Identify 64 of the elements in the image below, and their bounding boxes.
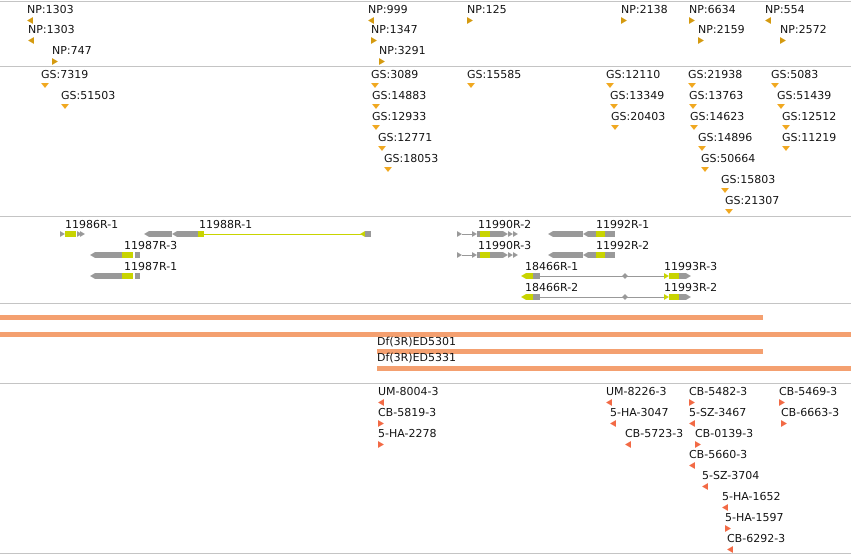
feature-label: CB-6663-3	[781, 406, 840, 419]
feature-label: 11986R-1	[65, 218, 118, 231]
feature-label: Df(3R)ED5331	[377, 351, 456, 364]
feature-label: 11992R-2	[596, 239, 650, 252]
feature-label: 11990R-2	[478, 218, 532, 231]
feature-label: GS:14883	[372, 89, 426, 102]
feature-label: GS:50664	[701, 152, 756, 165]
feature-label: CB-5660-3	[689, 448, 748, 461]
feature-label: GS:14896	[698, 131, 752, 144]
feature-label: 5-HA-3047	[610, 406, 668, 419]
feature-label: 5-SZ-3704	[702, 469, 760, 482]
feature-label: GS:3089	[371, 68, 418, 81]
feature-label: NP:1303	[28, 23, 75, 36]
feature-label: 5-HA-2278	[378, 427, 436, 440]
feature-label: UM-8004-3	[378, 385, 438, 398]
feature-label: NP:125	[467, 3, 507, 16]
feature-label: NP:2159	[698, 23, 745, 36]
feature-label: GS:15585	[467, 68, 522, 81]
feature-label: CB-6292-3	[727, 532, 786, 545]
feature-label: GS:5083	[771, 68, 818, 81]
feature-label: NP:1347	[371, 23, 418, 36]
feature-label: NP:2138	[621, 3, 668, 16]
feature-label: 11987R-3	[124, 239, 178, 252]
feature-label: 11987R-1	[124, 260, 178, 273]
feature-label: NP:1303	[27, 3, 74, 16]
feature-label: GS:12512	[782, 110, 836, 123]
feature-label: 18466R-1	[525, 260, 578, 273]
feature-label: GS:20403	[611, 110, 666, 123]
feature-label: CB-5469-3	[779, 385, 838, 398]
feature-label: GS:7319	[41, 68, 88, 81]
feature-label: GS:18053	[384, 152, 438, 165]
feature-label: GS:12110	[606, 68, 660, 81]
feature-label: 18466R-2	[525, 281, 578, 294]
feature-label: GS:51439	[777, 89, 832, 102]
feature-label: NP:554	[765, 3, 805, 16]
feature-label: NP:747	[52, 44, 92, 57]
feature-label: 11993R-3	[664, 260, 718, 273]
feature-label: NP:2572	[780, 23, 827, 36]
feature-label: CB-5819-3	[378, 406, 436, 419]
feature-label: 11988R-1	[199, 218, 252, 231]
feature-label: 11990R-3	[478, 239, 532, 252]
feature-label: NP:3291	[379, 44, 426, 57]
feature-label: CB-5723-3	[625, 427, 684, 440]
feature-label: GS:13763	[689, 89, 744, 102]
feature-label: CB-0139-3	[695, 427, 754, 440]
feature-label: 5-HA-1652	[722, 490, 780, 503]
feature-label: GS:13349	[610, 89, 664, 102]
feature-label: NP:999	[368, 3, 408, 16]
feature-label: 5-SZ-3467	[689, 406, 746, 419]
feature-label: GS:21307	[725, 194, 780, 207]
feature-label: NP:6634	[689, 3, 736, 16]
feature-label: 11992R-1	[596, 218, 650, 231]
feature-label: GS:14623	[690, 110, 744, 123]
feature-label: GS:11219	[782, 131, 836, 144]
feature-label: GS:51503	[61, 89, 116, 102]
feature-label: 11993R-2	[664, 281, 718, 294]
feature-label: GS:12933	[372, 110, 426, 123]
feature-label: Df(3R)ED5301	[377, 335, 456, 348]
feature-label: 5-HA-1597	[725, 511, 784, 524]
feature-label: GS:12771	[378, 131, 432, 144]
feature-label: CB-5482-3	[689, 385, 748, 398]
feature-label: UM-8226-3	[606, 385, 666, 398]
feature-label: GS:15803	[721, 173, 776, 186]
feature-label: GS:21938	[688, 68, 742, 81]
